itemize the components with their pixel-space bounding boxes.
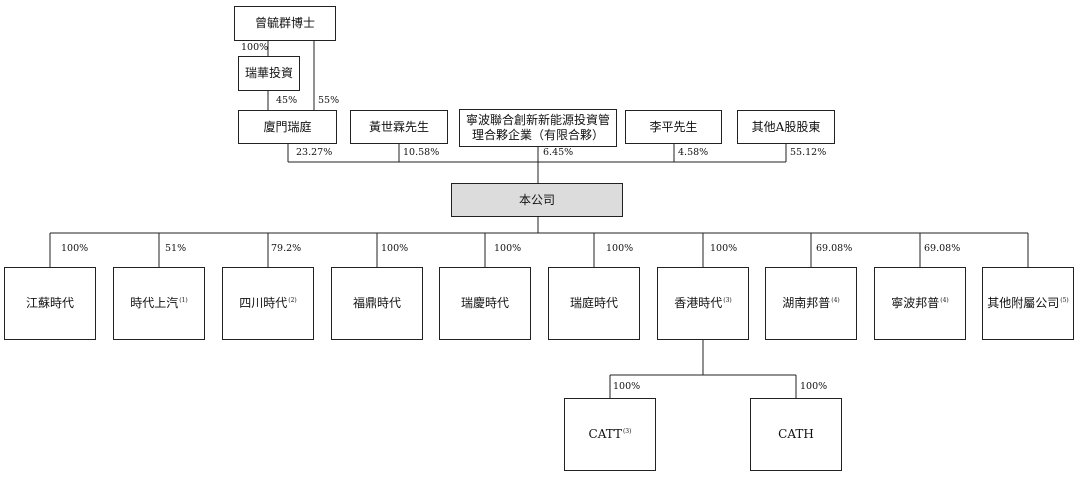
label-li: 李平先生 [649,119,698,134]
note-hongkong: (3) [723,297,732,304]
box-jiangsu: 江蘇時代 [4,267,96,340]
box-ruiting-times: 瑞庭時代 [548,267,640,340]
note-ningbo-brunp: (4) [940,297,949,304]
box-company: 本公司 [451,183,623,217]
pct-catt: 100% [613,381,641,392]
pct-saic: 51% [165,243,187,254]
label-dr-zeng: 曾毓群博士 [254,16,315,30]
box-ningbo-brunp: 寧波邦普(4) [874,267,966,340]
pct-ruiqing: 100% [494,243,522,254]
box-cath: CATH [750,398,842,471]
note-hunan-brunp: (4) [831,297,840,304]
pct-ruiting-times: 100% [606,243,634,254]
pct-jiangsu: 100% [61,243,89,254]
label-company: 本公司 [518,192,555,207]
label-ruihua: 瑞華投資 [244,66,293,80]
pct-ningbo-company: 6.45% [543,147,574,158]
box-other-subs: 其他附屬公司(5) [982,267,1074,340]
box-ruiqing: 瑞慶時代 [439,267,531,340]
label-catt: CATT(3) [588,427,632,441]
note-saic: (1) [179,297,188,304]
label-hongkong: 香港時代(3) [674,296,732,310]
label-ruiqing: 瑞慶時代 [460,296,509,310]
label-xiamen-ruiting: 廈門瑞庭 [263,119,312,134]
label-ningbo-brunp: 寧波邦普(4) [891,296,949,310]
label-huang: 黃世霖先生 [368,119,429,134]
pct-cath: 100% [800,381,828,392]
pct-xiamen-company: 23.27% [296,147,333,158]
pct-li-company: 4.58% [678,147,709,158]
box-xiamen-ruiting: 廈門瑞庭 [238,110,337,144]
box-ruihua: 瑞華投資 [238,56,300,91]
label-other-subs: 其他附屬公司(5) [987,296,1069,310]
label-ningbo-lianhe-line1: 寧波聯合創新新能源投資管 [465,113,610,127]
label-saic: 時代上汽(1) [130,296,188,310]
label-fuding: 福鼎時代 [352,296,401,310]
box-ningbo-lianhe: 寧波聯合創新新能源投資管 理合夥企業（有限合夥） [459,109,617,147]
box-catt: CATT(3) [564,398,656,471]
note-catt: (3) [622,428,632,435]
pct-sichuan: 79.2% [271,243,302,254]
box-hunan-brunp: 湖南邦普(4) [765,267,857,340]
pct-zeng-xiamen: 55% [318,95,340,106]
label-cath: CATH [778,427,814,441]
box-other-a: 其他A股股東 [737,110,835,144]
pct-fuding: 100% [381,243,409,254]
label-ningbo-lianhe: 寧波聯合創新新能源投資管 理合夥企業（有限合夥） [466,113,610,143]
label-jiangsu: 江蘇時代 [25,296,74,310]
label-ruiting-times: 瑞庭時代 [569,296,618,310]
note-sichuan: (2) [288,297,297,304]
box-saic: 時代上汽(1) [113,267,205,340]
box-li: 李平先生 [625,110,722,144]
pct-ningbo-brunp: 69.08% [924,243,961,254]
label-other-a: 其他A股股東 [751,119,821,134]
pct-zeng-ruihua: 100% [241,42,269,53]
box-fuding: 福鼎時代 [331,267,423,340]
pct-hunan-brunp: 69.08% [816,243,853,254]
box-huang: 黃世霖先生 [350,110,448,144]
pct-other-a-company: 55.12% [790,147,827,158]
box-hongkong: 香港時代(3) [657,267,749,340]
pct-hongkong: 100% [710,243,738,254]
pct-ruihua-xiamen: 45% [276,95,298,106]
label-sichuan: 四川時代(2) [239,296,297,310]
pct-huang-company: 10.58% [403,147,440,158]
label-ningbo-lianhe-line2: 理合夥企業（有限合夥） [471,128,604,142]
label-hunan-brunp: 湖南邦普(4) [782,296,840,310]
box-sichuan: 四川時代(2) [222,267,314,340]
box-dr-zeng: 曾毓群博士 [234,6,336,41]
note-other-subs: (5) [1060,297,1069,304]
